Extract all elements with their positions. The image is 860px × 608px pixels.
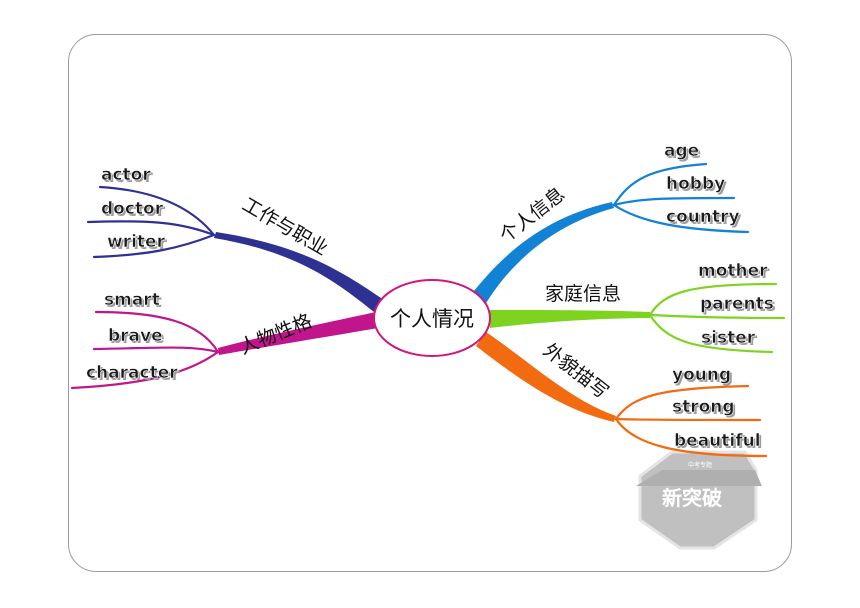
leaf-connector [92, 233, 216, 259]
leaf-text-shadow: young [674, 367, 733, 387]
leaf-connector [612, 162, 708, 207]
leaf-text-shadow: brave [110, 328, 165, 348]
leaf-connector [86, 220, 216, 237]
branch-character: 人物性格smartsmartbravebravecharactercharact… [70, 290, 378, 390]
branch-trunk [488, 310, 650, 328]
leaf-text-shadow: writer [109, 234, 168, 254]
leaf-label-beautiful: beautiful [674, 431, 761, 451]
leaf-label-character: character [86, 363, 178, 383]
leaf-label-mother: mother [698, 261, 768, 281]
leaf-label-young: young [672, 365, 731, 385]
leaf-connector [612, 196, 736, 207]
branch-trunk [476, 332, 616, 422]
leaf-connector [648, 313, 786, 320]
leaf-text-shadow: character [88, 365, 180, 385]
leaf-label-parents: parents [700, 294, 774, 314]
leaf-text-shadow: mother [700, 263, 770, 283]
leaf-label-brave: brave [108, 326, 163, 346]
leaf-text-shadow: sister [703, 330, 758, 350]
watermark-badge-label: 中考专题 [688, 461, 712, 469]
leaf-text-shadow: strong [674, 399, 737, 419]
leaf-text-shadow: doctor [103, 201, 166, 221]
branch-family: 家庭信息mothermotherparentsparentssistersist… [488, 261, 786, 354]
leaf-text-shadow: parents [702, 296, 776, 316]
leaf-label-strong: strong [672, 397, 735, 417]
leaf-connector [70, 350, 220, 390]
leaf-label-doctor: doctor [101, 199, 164, 219]
branch-trunk [218, 312, 378, 355]
leaf-connector [612, 203, 750, 234]
central-topic-label: 个人情况 [390, 307, 474, 331]
leaf-label-country: country [666, 207, 740, 227]
branch-trunk [470, 202, 614, 310]
leaf-label-age: age [664, 141, 699, 161]
leaf-label-hobby: hobby [666, 174, 725, 194]
leaf-label-smart: smart [104, 290, 160, 310]
leaf-label-writer: writer [107, 232, 166, 252]
leaf-label-sister: sister [701, 328, 756, 348]
branch-trunk [214, 232, 384, 312]
leaf-connector [92, 346, 220, 354]
leaf-text-shadow: country [668, 209, 742, 229]
branch-label-family: 家庭信息 [545, 283, 621, 305]
slide-frame [68, 34, 792, 572]
branch-label-character: 人物性格 [236, 310, 315, 359]
leaf-connector [614, 384, 750, 421]
leaf-connector [614, 417, 762, 422]
leaf-text-shadow: beautiful [676, 433, 763, 453]
central-node: 个人情况 [373, 279, 491, 357]
leaf-text-shadow: actor [103, 167, 153, 187]
leaf-connector [94, 310, 220, 354]
leaf-connector [614, 417, 768, 458]
leaf-connector [98, 185, 216, 237]
leaf-text-shadow: hobby [668, 176, 727, 196]
leaf-text-shadow: age [666, 143, 701, 163]
leaf-connector [648, 313, 774, 354]
watermark-badge: 中考专题 新突破 [636, 450, 762, 550]
watermark-text: 新突破 [662, 486, 722, 510]
leaf-label-actor: actor [101, 165, 151, 185]
leaf-text-shadow: smart [106, 292, 162, 312]
leaf-connector [648, 282, 778, 317]
